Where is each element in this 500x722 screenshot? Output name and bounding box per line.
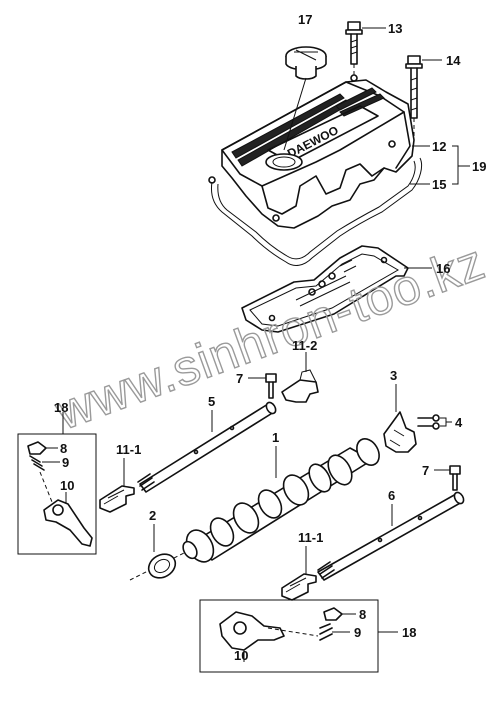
shaft-end-spring [137, 473, 155, 491]
callout-7-upper: 7 [236, 371, 243, 386]
callout-4: 4 [455, 415, 463, 430]
bolt-13 [345, 21, 363, 65]
callout-19: 19 [472, 159, 486, 174]
callout-10-left: 10 [60, 478, 74, 493]
callout-1: 1 [272, 430, 279, 445]
callout-14: 14 [446, 53, 461, 68]
rocker-arm-right [219, 611, 285, 651]
callout-8-right: 8 [359, 607, 366, 622]
baffle-holes [268, 256, 388, 322]
shaft-lower-end-spring [317, 561, 335, 579]
adjusting-nut-right [323, 607, 343, 621]
cover-boss-3 [350, 74, 358, 82]
baffle-plate [241, 245, 409, 333]
rocker-left-axis [39, 471, 53, 503]
cover-ribs [231, 87, 385, 167]
callout-11-1-lower: 11-1 [298, 530, 323, 545]
cover-gasket-inner [217, 160, 416, 260]
camshaft [182, 438, 380, 563]
callout-2: 2 [149, 508, 156, 523]
shaft-bracket-11-2 [281, 369, 319, 403]
callout-8-left: 8 [60, 441, 67, 456]
bolt-7-lower [449, 465, 461, 491]
cover-boss-1 [272, 214, 280, 222]
cover-gasket [211, 157, 423, 266]
oil-filler-neck [265, 153, 303, 171]
inset-box-right [199, 599, 379, 673]
cover-side [395, 111, 411, 169]
valve-cover [221, 79, 415, 229]
adjusting-screw-left [29, 455, 45, 471]
cap-leader [283, 77, 307, 151]
callout-6: 6 [388, 488, 395, 503]
callout-10-right: 10 [234, 648, 248, 663]
cover-skirt [261, 163, 385, 215]
cover-boss-2 [388, 140, 396, 148]
shaft-bracket-3 [383, 411, 417, 453]
rocker-shaft-upper [139, 401, 277, 493]
callout-9-left: 9 [62, 455, 69, 470]
callout-12: 12 [432, 139, 446, 154]
bolt-7-upper [265, 373, 277, 399]
rocker-clip-upper [99, 485, 135, 513]
cover-boss-4 [208, 176, 216, 184]
callout-7-lower: 7 [422, 463, 429, 478]
oil-filler-cap [285, 46, 327, 80]
callout-13: 13 [388, 21, 402, 36]
callout-9-right: 9 [354, 625, 361, 640]
callout-3: 3 [390, 368, 397, 383]
callout-18-left: 18 [54, 400, 68, 415]
camshaft-oil-seal [147, 553, 177, 579]
inset-box-left [17, 433, 97, 555]
callout-11-1-upper: 11-1 [116, 442, 141, 457]
bracket-bolts-4 [417, 414, 440, 430]
baffle-plate-inner [249, 253, 399, 327]
callout-16: 16 [436, 261, 450, 276]
oil-filler-neck-inner [272, 156, 296, 168]
rocker-arm-left [43, 499, 93, 547]
callout-15: 15 [432, 177, 446, 192]
callout-11-2: 11-2 [292, 338, 317, 353]
valve-cover-top [221, 81, 405, 187]
rocker-right-axis [267, 627, 319, 637]
adjusting-screw-right [319, 623, 333, 641]
rocker-clip-lower [281, 573, 317, 601]
bolts-4-leader [440, 417, 452, 427]
adjusting-nut-left [27, 441, 47, 455]
callout-5: 5 [208, 394, 215, 409]
assembly-bracket-19 [452, 145, 470, 185]
callout-18-right: 18 [402, 625, 416, 640]
callout-17: 17 [298, 12, 312, 27]
